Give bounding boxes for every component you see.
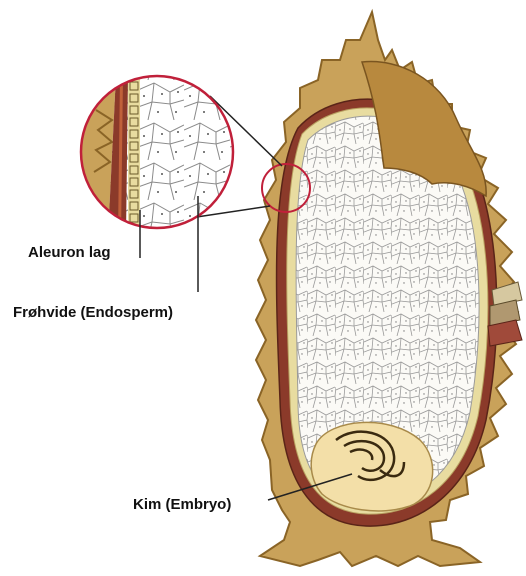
aleuron-label: Aleuron lag — [28, 244, 111, 261]
endosperm-label: Frøhvide (Endosperm) — [13, 304, 173, 321]
magnified-inset — [80, 76, 240, 236]
rachilla-layers — [488, 282, 522, 346]
embryo-label: Kim (Embryo) — [133, 496, 231, 513]
embryo — [311, 422, 432, 511]
